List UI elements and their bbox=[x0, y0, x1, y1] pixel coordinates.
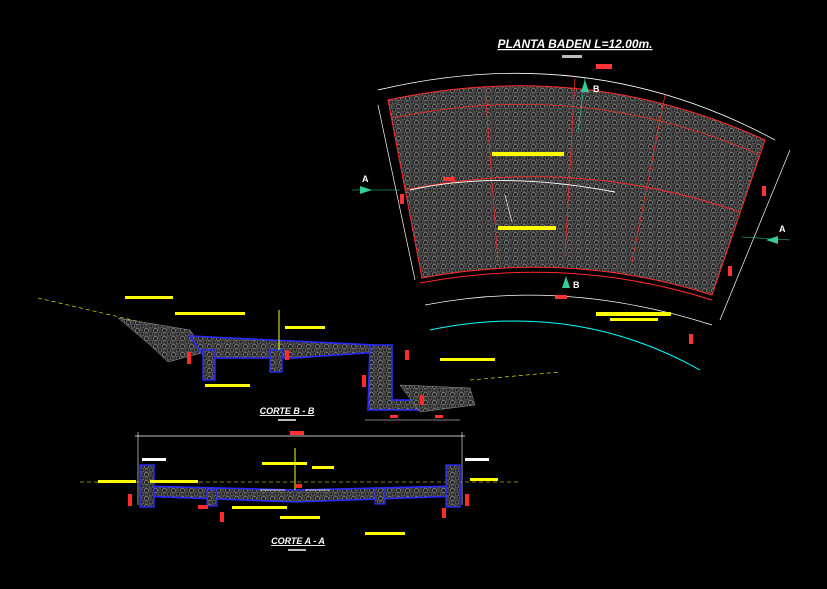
bb-left-riprap bbox=[117, 317, 206, 363]
bb-footing-1 bbox=[202, 349, 216, 381]
aa-left-end-wall bbox=[139, 464, 155, 508]
bb-note-4 bbox=[440, 358, 495, 361]
bb-dim-text-2 bbox=[435, 415, 443, 418]
plan-scale-note bbox=[562, 55, 582, 58]
aa-right-end-wall bbox=[445, 464, 461, 508]
aa-note-8 bbox=[365, 532, 405, 535]
aa-note-3 bbox=[98, 480, 136, 483]
bb-right-riprap bbox=[399, 384, 476, 413]
plan-radial-2 bbox=[564, 77, 576, 257]
plan-leader-line bbox=[504, 194, 513, 223]
plan-title: PLANTA BADEN L=12.00m. bbox=[497, 37, 652, 51]
aa-red-mark-3 bbox=[465, 494, 469, 506]
aa-footing-1 bbox=[206, 489, 218, 507]
bb-note-5 bbox=[205, 384, 250, 387]
plan-view: PLANTA BADEN L=12.00m. bbox=[352, 37, 791, 371]
riprap-apron bbox=[387, 85, 766, 296]
aa-red-mark-6 bbox=[296, 484, 302, 488]
section-a-right-label: A bbox=[779, 224, 786, 234]
plan-left-dim-text bbox=[400, 194, 404, 204]
plan-right-dimension bbox=[719, 149, 791, 321]
section-marker-b-bottom: B bbox=[562, 276, 580, 290]
section-bb-title: CORTE B - B bbox=[260, 406, 315, 416]
plan-top-dimension-arc bbox=[377, 72, 776, 141]
plan-bottom-white-arc bbox=[424, 294, 713, 326]
section-aa-view: CORTE A - A bbox=[80, 431, 520, 551]
plan-bottom-red-arc bbox=[419, 271, 713, 301]
plan-bottom-dim-text bbox=[555, 295, 567, 299]
plan-bottom-note bbox=[596, 312, 671, 316]
aa-note-5 bbox=[470, 478, 498, 481]
aa-red-mark-4 bbox=[220, 512, 224, 522]
section-aa-title: CORTE A - A bbox=[271, 536, 325, 546]
plan-flow-arrow bbox=[409, 180, 616, 193]
bb-red-mark-5 bbox=[405, 350, 409, 360]
aa-note-2 bbox=[312, 466, 334, 469]
section-marker-a-left: A bbox=[352, 174, 400, 194]
plan-note-yellow-2 bbox=[498, 226, 556, 230]
plan-far-right-dim bbox=[689, 334, 693, 344]
aa-note-1 bbox=[262, 462, 307, 465]
aa-red-mark-2 bbox=[198, 505, 208, 509]
bb-note-2 bbox=[175, 312, 245, 315]
bb-red-mark-4 bbox=[420, 395, 424, 405]
bb-red-mark-3 bbox=[362, 375, 366, 387]
bb-ground-line-right bbox=[469, 371, 561, 381]
plan-right-dim-text-2 bbox=[728, 266, 732, 276]
bb-note-3 bbox=[285, 326, 325, 329]
bb-note-1 bbox=[125, 296, 173, 299]
plan-top-dimension-text bbox=[596, 64, 612, 69]
section-bb-view: CORTE B - B bbox=[37, 296, 561, 421]
section-b-bottom-label: B bbox=[573, 280, 580, 290]
aa-footing-2 bbox=[374, 487, 386, 505]
plan-left-dimension bbox=[377, 104, 416, 281]
bb-red-mark-1 bbox=[187, 352, 191, 364]
plan-channel-cyan-arc bbox=[429, 320, 701, 371]
bb-ground-line bbox=[37, 297, 176, 331]
section-marker-a-right: A bbox=[741, 224, 791, 244]
aa-note-4 bbox=[150, 480, 198, 483]
aa-note-10 bbox=[465, 458, 489, 461]
section-b-top-label: B bbox=[593, 84, 600, 94]
bb-dim-text-1 bbox=[390, 415, 398, 418]
plan-right-dim-text-1 bbox=[762, 186, 766, 196]
aa-scale-note bbox=[288, 549, 306, 551]
plan-radial-3 bbox=[631, 94, 666, 263]
aa-top-dim-text bbox=[290, 431, 304, 435]
plan-center-dim-text bbox=[443, 177, 455, 181]
bb-scale-note bbox=[278, 419, 296, 421]
aa-note-9 bbox=[142, 458, 166, 461]
section-marker-b-top: B bbox=[577, 77, 600, 133]
aa-concrete-profile bbox=[139, 485, 461, 503]
aa-red-mark-1 bbox=[128, 494, 132, 506]
plan-inner-arc bbox=[391, 103, 761, 156]
plan-center-arc bbox=[404, 176, 741, 213]
bb-footing-2 bbox=[269, 349, 283, 373]
plan-bottom-note-2 bbox=[610, 318, 658, 321]
bb-red-mark-2 bbox=[285, 350, 289, 360]
section-a-left-label: A bbox=[362, 174, 369, 184]
plan-note-yellow-1 bbox=[492, 152, 564, 156]
plan-radial-1 bbox=[484, 87, 499, 263]
aa-note-6 bbox=[232, 506, 287, 509]
aa-red-mark-5 bbox=[442, 508, 446, 518]
bb-concrete-slab bbox=[188, 335, 380, 359]
aa-note-7 bbox=[280, 516, 320, 519]
